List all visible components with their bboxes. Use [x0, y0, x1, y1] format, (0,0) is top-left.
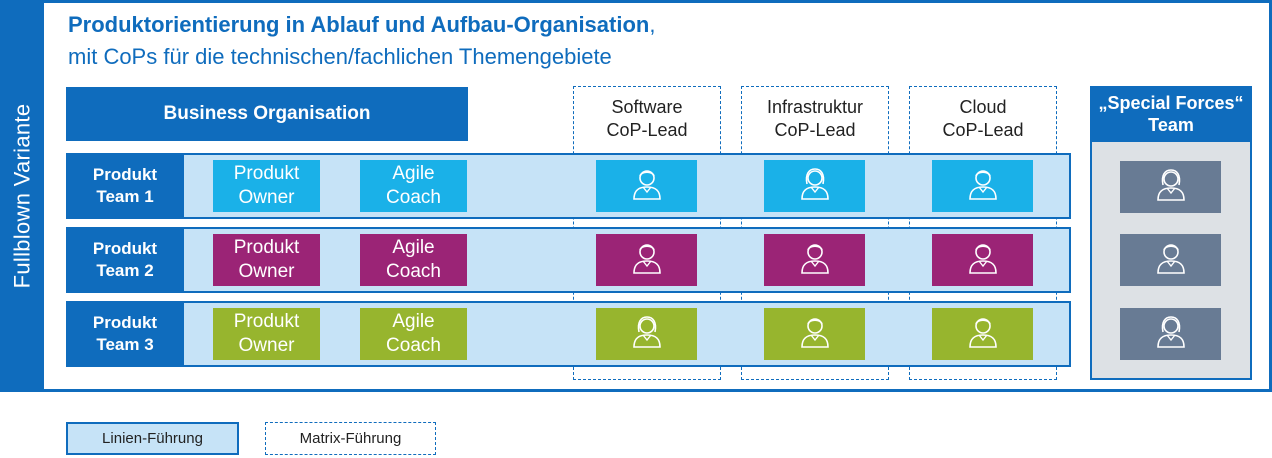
legend-solid-label: Linien-Führung: [102, 430, 203, 447]
cop-member-box: [932, 160, 1033, 212]
cop-header-infrastruktur: Infrastruktur CoP-Lead: [741, 96, 889, 142]
cop-member-box: [596, 160, 697, 212]
role-line1: Produkt: [233, 237, 300, 258]
side-label: Fullblown Variante: [0, 0, 44, 392]
role-line1: Agile: [392, 311, 435, 332]
cop-header-line1: Infrastruktur: [766, 97, 864, 117]
cop-member-box: [596, 234, 697, 286]
role-line2: Owner: [238, 335, 295, 356]
male-person-icon: [797, 240, 833, 281]
male-person-icon: [797, 314, 833, 355]
role-line2: Coach: [386, 187, 441, 208]
role-line1: Produkt: [233, 311, 300, 332]
cop-header-cloud: Cloud CoP-Lead: [909, 96, 1057, 142]
role-line2: Coach: [386, 335, 441, 356]
special-forces-header: „Special Forces“ Team: [1090, 86, 1252, 142]
role-line2: Coach: [386, 261, 441, 282]
title-bold: Produktorientierung in Ablauf und Aufbau…: [68, 12, 650, 37]
cop-header-line2: CoP-Lead: [942, 120, 1024, 140]
team-label-line1: Produkt: [92, 239, 158, 258]
male-person-icon: [965, 314, 1001, 355]
special-forces-member-box: [1120, 161, 1221, 213]
cop-header-line1: Software: [611, 97, 683, 117]
role-line1: Produkt: [233, 163, 300, 184]
special-forces-line1: „Special Forces“: [1098, 93, 1244, 113]
role-line1: Agile: [392, 163, 435, 184]
title-comma: ,: [649, 12, 656, 37]
male-person-icon: [629, 240, 665, 281]
business-organisation-header: Business Organisation: [66, 87, 468, 141]
role-line2: Owner: [238, 261, 295, 282]
legend-matrix-management: Matrix-Führung: [265, 422, 436, 455]
cop-member-box: [596, 308, 697, 360]
side-label-text: Fullblown Variante: [9, 103, 35, 289]
special-forces-line2: Team: [1148, 115, 1194, 135]
cop-member-box: [932, 234, 1033, 286]
cop-header-line2: CoP-Lead: [606, 120, 688, 140]
role-line2: Owner: [238, 187, 295, 208]
cop-member-box: [764, 308, 865, 360]
diagram-subtitle: mit CoPs für die technischen/fachlichen …: [68, 44, 612, 69]
legend-line-management: Linien-Führung: [66, 422, 239, 455]
female-person-icon: [1153, 314, 1189, 355]
cop-header-software: Software CoP-Lead: [573, 96, 721, 142]
male-person-icon: [1153, 240, 1189, 281]
legend-dashed-label: Matrix-Führung: [299, 430, 402, 447]
team-label-line1: Produkt: [92, 313, 158, 332]
male-person-icon: [629, 166, 665, 207]
special-forces-member-box: [1120, 234, 1221, 286]
female-person-icon: [629, 314, 665, 355]
cop-member-box: [932, 308, 1033, 360]
cop-header-line1: Cloud: [959, 97, 1007, 117]
male-person-icon: [965, 240, 1001, 281]
role-line1: Agile: [392, 237, 435, 258]
team-label-line2: Team 3: [96, 335, 154, 354]
special-forces-member-box: [1120, 308, 1221, 360]
cop-member-box: [764, 160, 865, 212]
female-person-icon: [797, 166, 833, 207]
cop-header-line2: CoP-Lead: [774, 120, 856, 140]
female-person-icon: [1153, 167, 1189, 208]
team-label-line1: Produkt: [92, 165, 158, 184]
diagram-title: Produktorientierung in Ablauf und Aufbau…: [68, 12, 655, 38]
cop-member-box: [764, 234, 865, 286]
team-label-line2: Team 2: [96, 261, 154, 280]
male-person-icon: [965, 166, 1001, 207]
team-label-line2: Team 1: [96, 187, 154, 206]
